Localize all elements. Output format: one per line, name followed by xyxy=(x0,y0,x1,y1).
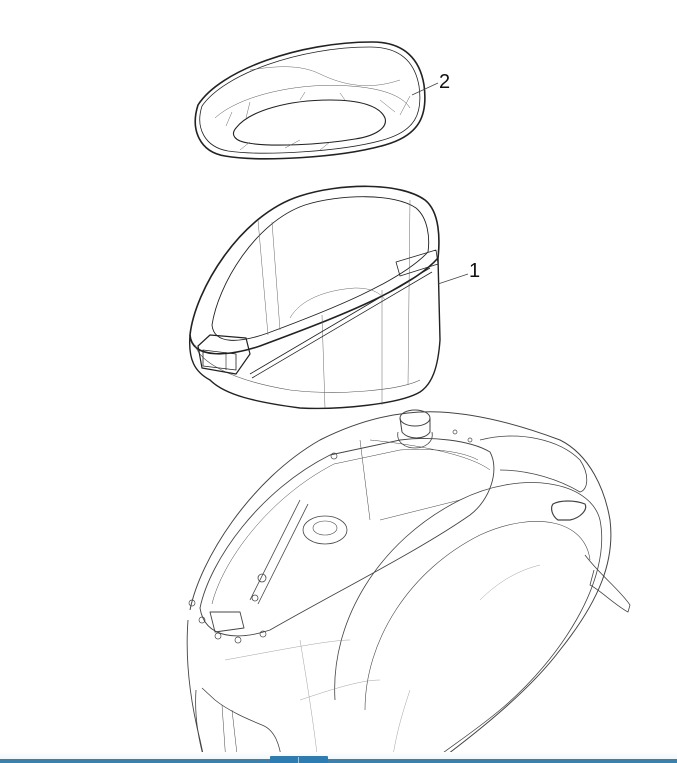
part-2-tray xyxy=(194,41,439,160)
callout-number-2: 2 xyxy=(439,71,451,93)
bottom-tab[interactable] xyxy=(270,756,328,763)
bottom-bar xyxy=(0,759,677,763)
callout-number-1: 1 xyxy=(469,260,481,282)
scooter-frame xyxy=(186,409,631,763)
bottom-bar-glow xyxy=(0,752,677,759)
bottom-tab-divider xyxy=(298,757,299,763)
part-1-compartment xyxy=(188,185,469,410)
